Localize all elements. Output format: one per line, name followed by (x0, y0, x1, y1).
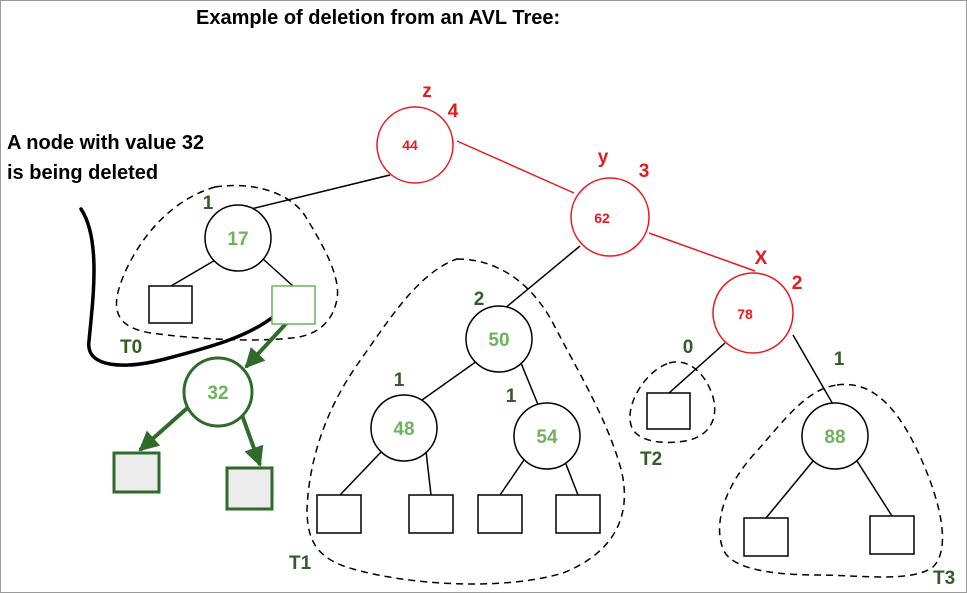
edge-17-deleted-slot (262, 258, 294, 287)
node-48-circle (370, 394, 438, 462)
subtree-label-t1: T1 (289, 553, 312, 574)
edge-88-right-leaf (856, 460, 893, 517)
leaf-17-left (148, 285, 193, 324)
node-48-key: 48 (393, 419, 414, 440)
edge-44-62 (456, 140, 575, 194)
leaf-48-left (316, 494, 362, 534)
deletion-bracket (79, 207, 275, 367)
node-78-height: 2 (792, 273, 803, 294)
node-54-height: 1 (506, 386, 517, 407)
edge-50-48 (414, 360, 478, 406)
node-62-circle (570, 177, 650, 257)
edge-50-54 (520, 362, 540, 408)
empty-leaf-height: 0 (683, 337, 694, 358)
note-line-1: A node with value 32 (7, 132, 204, 154)
node-62-height: 3 (639, 161, 650, 182)
node-54-key: 54 (536, 427, 558, 448)
leaf-54-right (555, 494, 601, 534)
node-78-role-label: X (755, 248, 768, 269)
leaf-88-left (743, 517, 789, 557)
leaf-32-right (225, 466, 274, 511)
edge-62-50 (497, 245, 581, 315)
edge-54-left-leaf (499, 456, 527, 496)
edge-88-left-leaf (765, 460, 814, 519)
node-17-height: 1 (203, 193, 214, 214)
leaf-32-left (112, 451, 161, 494)
leaf-t2 (646, 392, 691, 430)
node-88-circle (801, 402, 869, 470)
edge-48-right-leaf (425, 450, 432, 496)
subtree-outline-t0 (115, 184, 339, 341)
node-32-circle (182, 356, 254, 428)
subtree-label-t2: T2 (640, 449, 662, 470)
node-62-role-label: y (598, 147, 609, 168)
node-50-height: 2 (474, 289, 485, 310)
arrow-32-right-leaf (240, 414, 264, 467)
arrow-32-left-leaf (138, 401, 195, 452)
node-88-key: 88 (824, 427, 845, 448)
edge-48-left-leaf (339, 450, 383, 496)
node-48-height: 1 (394, 370, 405, 391)
node-44-key: 44 (402, 137, 418, 153)
leaf-88-right (869, 515, 915, 555)
subtree-label-t3: T3 (933, 568, 955, 589)
edge-78-88 (792, 334, 835, 407)
node-78-key: 78 (737, 306, 753, 322)
diagram-title: Example of deletion from an AVL Tree: (196, 7, 560, 29)
subtree-label-t0: T0 (120, 337, 142, 358)
node-32-key: 32 (207, 383, 228, 404)
node-44-role-label: z (422, 81, 432, 102)
leaf-54-left (477, 494, 523, 534)
node-88-height: 1 (834, 349, 845, 370)
node-17-key: 17 (227, 229, 248, 250)
node-78-circle (712, 272, 794, 354)
subtree-outline-t2 (629, 361, 716, 444)
note-line-2: is being deleted (7, 162, 158, 184)
node-54-circle (513, 402, 581, 470)
node-50-key: 50 (488, 330, 509, 351)
node-17-circle (204, 204, 272, 272)
leaf-48-right (408, 494, 454, 534)
subtree-outline-t3 (718, 383, 944, 578)
node-44-height: 4 (448, 101, 459, 122)
node-62-key: 62 (594, 210, 610, 226)
node-44-circle (376, 106, 454, 184)
edge-62-78 (648, 232, 756, 272)
leaf-deleted-slot (271, 285, 316, 325)
edge-17-leaf (170, 258, 218, 287)
node-50-circle (465, 305, 533, 373)
edge-78-t2 (668, 342, 726, 394)
subtree-outline-t1 (306, 258, 626, 585)
edge-54-right-leaf (563, 458, 579, 496)
edge-44-17 (250, 174, 391, 210)
